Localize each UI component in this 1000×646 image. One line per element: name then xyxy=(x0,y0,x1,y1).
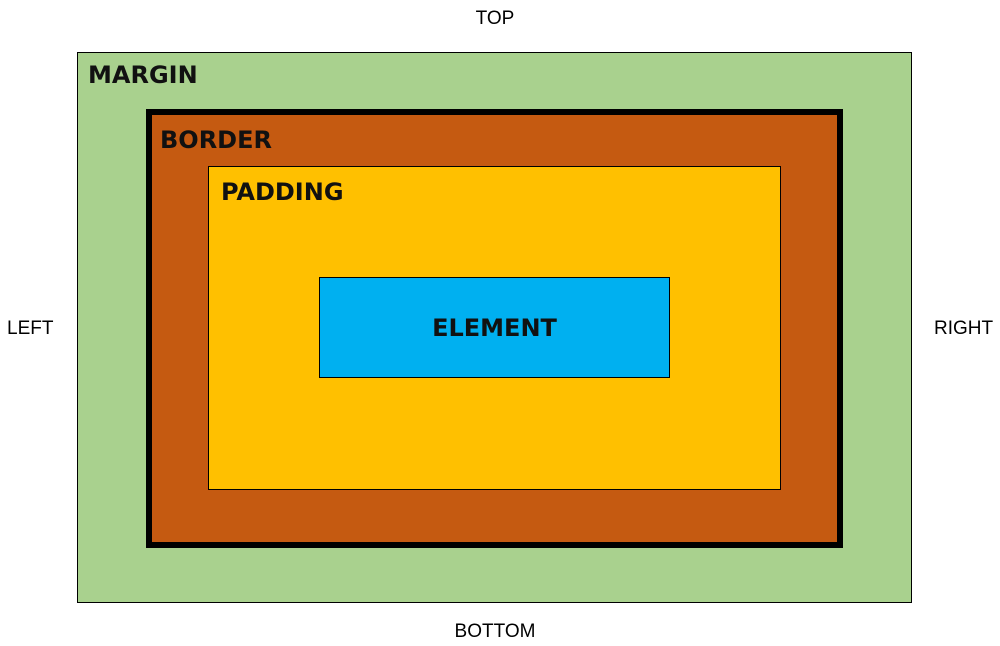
element-label: ELEMENT xyxy=(432,313,557,342)
padding-label: PADDING xyxy=(221,178,344,206)
margin-label: MARGIN xyxy=(88,61,198,89)
element-box: ELEMENT xyxy=(319,277,670,378)
right-label: RIGHT xyxy=(934,318,994,339)
top-label: TOP xyxy=(475,8,515,29)
border-label: BORDER xyxy=(160,126,272,154)
left-label: LEFT xyxy=(7,318,54,339)
bottom-label: BOTTOM xyxy=(454,621,536,642)
